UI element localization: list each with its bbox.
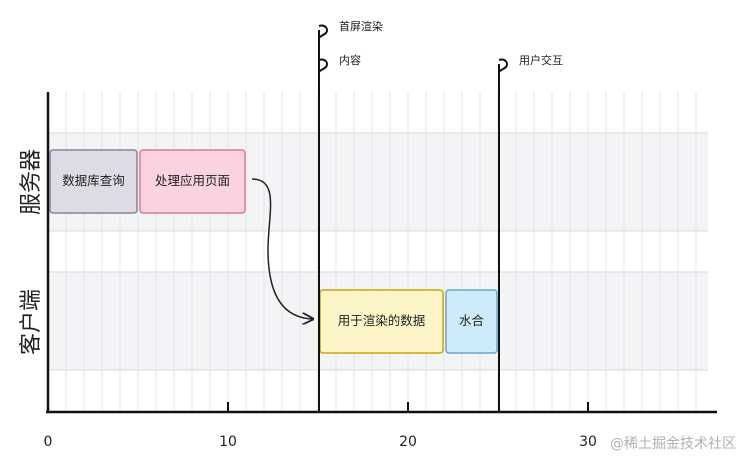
marker-label-first-paint: 首屏渲染 xyxy=(339,19,383,33)
lane-label-client: 客户端 xyxy=(19,289,44,355)
flag-icon xyxy=(318,58,329,73)
box-hydration xyxy=(445,289,498,354)
tick-label-10: 10 xyxy=(219,434,237,450)
flag-icon xyxy=(498,58,509,73)
watermark: @稀土掘金技术社区 xyxy=(610,436,736,452)
tick-label-30: 30 xyxy=(579,434,597,450)
flow-arrow xyxy=(251,178,313,319)
box-database-query xyxy=(49,149,138,214)
marker-label-content: 内容 xyxy=(339,53,361,67)
marker-label-interaction: 用户交互 xyxy=(519,53,563,67)
box-render-data-label: 用于渲染的数据 xyxy=(338,313,426,328)
lane-label-server: 服务器 xyxy=(19,149,44,215)
tick-label-20: 20 xyxy=(399,434,417,450)
tick-label-0: 0 xyxy=(44,434,53,450)
box-hydration-label: 水合 xyxy=(459,313,485,328)
flag-icon xyxy=(318,24,329,39)
x-axis-ticks xyxy=(47,402,589,412)
box-process-page-label: 处理应用页面 xyxy=(155,173,230,188)
box-process-page xyxy=(139,149,246,214)
box-database-query-label: 数据库查询 xyxy=(62,173,125,188)
